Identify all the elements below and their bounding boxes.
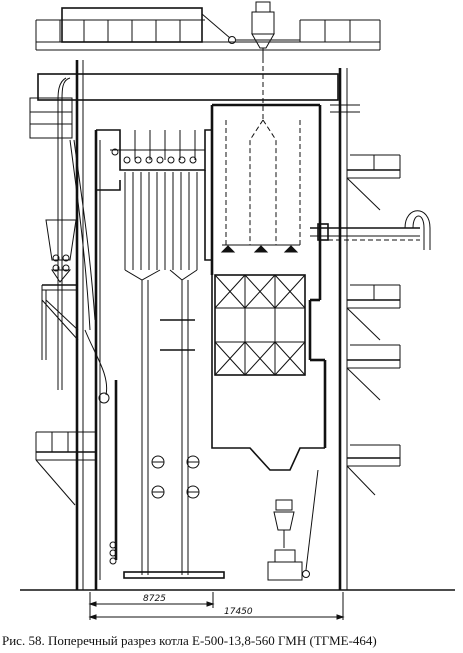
furnace-shaft [94,105,214,590]
burners-left [109,380,118,565]
left-platforms [35,431,96,506]
right-outlet-duct [310,210,431,250]
figure-caption: Рис. 58. Поперечный разрез котла Е-500-1… [2,633,377,648]
left-piping [41,77,110,404]
air-heater-blocks [214,274,306,376]
dimension-overall-label: 17450 [224,607,253,617]
screen-panels [124,172,198,281]
upper-left-structure [29,73,339,139]
bottom-hopper [267,469,319,581]
furnace-tubes [123,280,225,579]
main-columns [75,60,348,590]
top-header [61,7,300,44]
dimension-inner-label: 8725 [143,594,166,604]
top-platform [35,19,381,51]
boiler-cross-section-drawing: 8725 17450 [20,1,455,620]
superheater-headers [110,130,205,164]
convective-shaft [211,103,327,471]
right-platforms [330,104,401,496]
cyclone-separator [251,1,275,120]
dimension-lines [88,592,345,620]
